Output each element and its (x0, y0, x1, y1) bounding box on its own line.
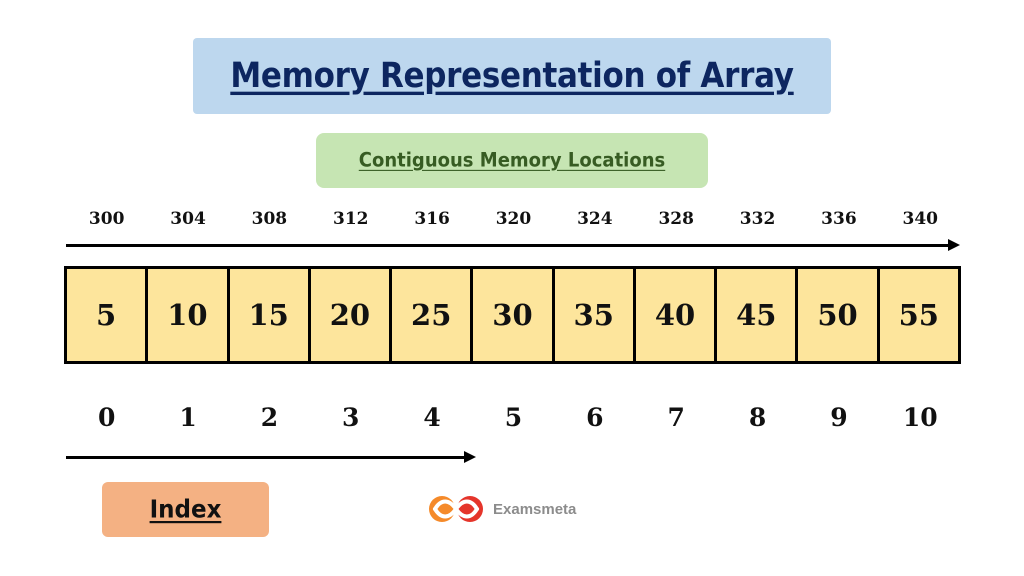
array-index: 2 (260, 403, 279, 432)
subtitle-banner: Contiguous Memory Locations (316, 133, 708, 188)
array-cell: 10 (148, 269, 227, 361)
subtitle: Contiguous Memory Locations (358, 148, 666, 173)
memory-address: 304 (170, 209, 206, 229)
memory-address: 300 (88, 209, 125, 229)
array-index: 6 (586, 403, 604, 432)
array-index: 8 (748, 403, 767, 432)
array-index: 1 (179, 403, 197, 432)
memory-address: 340 (902, 209, 939, 229)
memory-address: 312 (333, 209, 369, 229)
array-cell: 30 (473, 269, 552, 361)
index-label-box: Index (102, 482, 269, 537)
memory-address: 328 (658, 209, 694, 229)
memory-address: 316 (414, 209, 450, 229)
address-row: 300 304 308 312 316 320 324 328 332 336 … (66, 204, 961, 234)
memory-address: 332 (739, 209, 776, 229)
index-direction-arrow (66, 451, 476, 463)
brand-name: Examsmeta (493, 500, 577, 518)
infinity-logo-icon (429, 496, 483, 522)
array-cells: 5 10 15 20 25 30 35 40 45 50 55 (64, 266, 961, 364)
memory-address: 320 (495, 209, 532, 229)
array-cell: 50 (798, 269, 877, 361)
array-index: 0 (97, 403, 116, 432)
memory-address: 324 (577, 209, 613, 229)
array-index: 5 (504, 403, 523, 432)
memory-address: 336 (821, 209, 857, 229)
array-cell: 25 (392, 269, 471, 361)
page-title: Memory Representation of Array (230, 55, 794, 97)
array-cell: 35 (554, 269, 633, 361)
index-label: Index (149, 495, 222, 524)
array-cell: 20 (310, 269, 390, 361)
address-direction-arrow (66, 239, 960, 251)
array-index: 7 (667, 403, 685, 432)
array-cell: 5 (67, 269, 146, 361)
array-cell: 15 (229, 269, 308, 361)
array-index: 9 (830, 403, 848, 432)
array-cell: 55 (879, 269, 958, 361)
array-index: 10 (902, 403, 938, 432)
title-banner: Memory Representation of Array (193, 38, 831, 114)
memory-address: 308 (251, 209, 288, 229)
array-cell: 40 (635, 269, 715, 361)
array-index: 3 (342, 403, 360, 432)
brand: Examsmeta (427, 494, 576, 524)
array-cell: 45 (717, 269, 796, 361)
array-index: 4 (423, 403, 441, 432)
index-row: 0 1 2 3 4 5 6 7 8 9 10 (66, 402, 961, 432)
